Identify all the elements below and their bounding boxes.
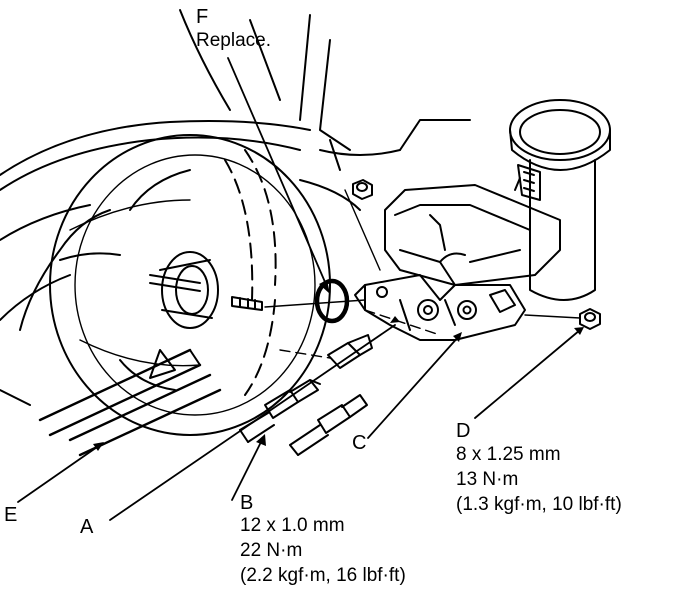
label-a-letter: A [80,516,94,538]
filler-neck [509,99,611,301]
leader-a [109,324,396,521]
nut-d [579,308,601,330]
brake-booster [49,134,331,436]
nut-upper [352,179,373,200]
booster-hub [159,251,219,329]
leader-e [17,444,101,503]
mounting-studs [149,274,263,311]
leader-d [474,329,581,419]
label-f-note: Replace. [196,30,271,51]
leader-lines [17,57,581,521]
label-b-size: 12 x 1.0 mm [240,515,345,536]
leader-b [231,439,263,501]
fluid-reservoir [384,184,561,286]
sensor-connector [327,334,373,369]
label-d-torque-alt: (1.3 kgf·m, 10 lbf·ft) [456,494,622,515]
label-c-letter: C [352,432,367,454]
label-b-letter: B [240,492,254,514]
leader-arrowheads [93,280,584,451]
label-e-letter: E [4,504,18,526]
label-d-size: 8 x 1.25 mm [456,444,561,465]
leader-f [227,57,326,283]
flare-nut-rear [289,394,368,456]
master-cylinder [354,274,526,341]
leader-c [367,334,461,439]
label-f-letter: F [196,6,209,28]
label-b-torque-alt: (2.2 kgf·m, 16 lbf·ft) [240,565,406,586]
label-b-torque: 22 N·m [240,540,303,561]
brake-pipes [38,348,222,457]
body-panel-lines [0,9,471,406]
label-d-letter: D [456,420,471,442]
label-d-torque: 13 N·m [456,469,519,490]
assembly-lines [264,189,581,359]
